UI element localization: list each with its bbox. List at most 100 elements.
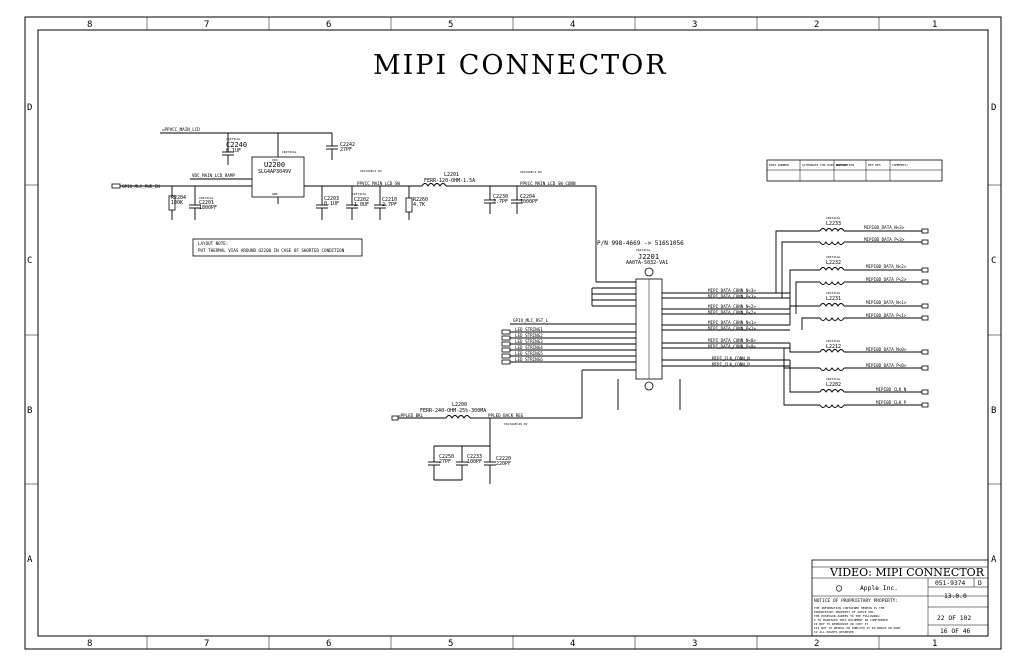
led-string-label: LED_STRING3 bbox=[515, 339, 543, 344]
zone-col-label: 4 bbox=[570, 20, 575, 30]
zone-col-label: 2 bbox=[814, 639, 819, 649]
pin-gnd: GND bbox=[272, 192, 278, 196]
net-label-rst: GPIO_MLC_RST_L bbox=[513, 318, 549, 323]
zone-col-label: 8 bbox=[87, 20, 92, 30]
conn-net-label: MIPI_DATA_CONN_P<1> bbox=[708, 326, 756, 331]
notice-line: THE POSESSOR AGREES TO THE FOLLOWING: bbox=[814, 614, 881, 618]
power-switch-section: =PPVCC_MAIN_LCD CRITICAL C2240 0.1UF C22… bbox=[111, 127, 636, 283]
led-string-group: GPIO_MLC_RST_L LED_STRING1 LED_STRING2 L… bbox=[501, 287, 681, 419]
titleblock-page-title: VIDEO: MIPI CONNECTOR bbox=[829, 566, 985, 579]
connector-j2201: P/N 998-4669 -> 516S1056 CRITICAL J2201 … bbox=[597, 240, 684, 391]
ref-l2231: L2231 bbox=[826, 296, 841, 302]
led-string-label: LED_STRING4 bbox=[515, 345, 543, 350]
val-l2200: FERR-240-OHM-25%-300MA bbox=[420, 408, 486, 414]
ref-l2202: L2202 bbox=[826, 382, 841, 388]
ref-l2201: L2201 bbox=[444, 172, 459, 178]
zone-rows: D C B A D C B A bbox=[25, 103, 1001, 565]
part-u2200: SLG4AP3049V bbox=[258, 169, 291, 175]
inductor-l2201 bbox=[421, 183, 447, 187]
ref-r2260: R2260 bbox=[413, 197, 428, 203]
zone-col-label: 3 bbox=[692, 20, 697, 30]
zone-row-label: A bbox=[991, 555, 997, 565]
output-net-label: MIPI0D_DATA_N<3> bbox=[864, 225, 905, 230]
ref-l2200: L2200 bbox=[452, 402, 467, 408]
val-c2204: 1000PF bbox=[520, 199, 538, 205]
zone-columns-top: 8 7 6 5 4 3 2 1 bbox=[87, 17, 937, 30]
resistor-r2260 bbox=[405, 197, 413, 213]
output-net-label: MIPI0D_DATA_P<1> bbox=[866, 313, 907, 318]
offpage-connector bbox=[501, 359, 511, 365]
val-r2260: 4.7K bbox=[413, 202, 425, 208]
output-net-label: MIPI0D_DATA_P<3> bbox=[864, 237, 905, 242]
output-net-label: MIPI0D_DATA_P<0> bbox=[866, 363, 907, 368]
titleblock-company: Apple Inc. bbox=[860, 585, 898, 592]
zone-col-label: 8 bbox=[87, 639, 92, 649]
val-c2201: 1800PF bbox=[199, 205, 217, 211]
net-label-ramp: VDC_MAIN_LCD_RAMP bbox=[192, 173, 235, 178]
zone-row-label: C bbox=[991, 256, 996, 266]
val-c2242: 27PF bbox=[340, 147, 352, 153]
notice-line: PROPRIETARY PROPERTY OF APPLE INC. bbox=[814, 610, 876, 614]
ref-c2250: C2250 bbox=[439, 454, 454, 460]
zone-row-label: B bbox=[27, 406, 32, 416]
output-net-label: MIPI0D_DATA_P<2> bbox=[866, 277, 907, 282]
offpage-connector bbox=[111, 183, 121, 189]
led-string-label: LED_STRING1 bbox=[515, 327, 543, 332]
net-label-clk-n: MIPI_CLK_CONN_N bbox=[712, 356, 750, 361]
offpage-connector bbox=[501, 353, 511, 359]
val-c2220: 220PF bbox=[496, 461, 511, 467]
ref-c2203: C2203 bbox=[324, 196, 339, 202]
led-string-label: LED_STRING5 bbox=[515, 351, 543, 356]
output-net-label: MIPI0D_DATA_N<2> bbox=[866, 264, 907, 269]
zone-row-label: B bbox=[991, 406, 996, 416]
zone-col-label: 4 bbox=[570, 639, 575, 649]
zone-row-label: D bbox=[27, 103, 32, 113]
part-number-note: P/N 998-4669 -> 516S1056 bbox=[597, 240, 684, 247]
titleblock-sheet: 22 OF 102 bbox=[937, 615, 971, 622]
conn-net-label: MIPI_DATA_CONN_P<0> bbox=[708, 344, 756, 349]
zone-columns-bottom: 8 7 6 5 4 3 2 1 bbox=[87, 636, 937, 649]
ref-c2220: C2220 bbox=[496, 456, 511, 462]
voltage-note: VOLTAGE=1.8V bbox=[360, 169, 382, 173]
outer-border bbox=[24, 16, 1002, 650]
output-net-label: MIPI0D_CLK_N bbox=[876, 387, 907, 392]
output-net-label: MIPI0D_CLK_P bbox=[876, 400, 907, 405]
zone-col-label: 2 bbox=[814, 20, 819, 30]
zone-col-label: 5 bbox=[448, 20, 453, 30]
ref-c2204: C2204 bbox=[520, 194, 535, 200]
ref-u2200: U2200 bbox=[264, 161, 285, 169]
inductor-l2200 bbox=[445, 415, 471, 419]
zone-col-label: 6 bbox=[326, 639, 331, 649]
mipi-conn-nets: MIPI_DATA_CONN_N<3> MIPI_DATA_CONN_P<3> … bbox=[662, 230, 820, 406]
net-label-pwr-en: GPIO_MLC_PWR_EN bbox=[122, 184, 160, 189]
tag-critical: CRITICAL bbox=[282, 150, 297, 154]
pin-vin: VIN bbox=[272, 158, 278, 162]
offpage-connector bbox=[501, 347, 511, 353]
net-label-lcd-sw-conn: PPVCC_MAIN_LCD_SW_CONN bbox=[520, 181, 576, 186]
titleblock-drawing-number: 051-9374 bbox=[935, 580, 966, 587]
offpage-connector bbox=[501, 341, 511, 347]
conn-net-label: MIPI_DATA_CONN_P<2> bbox=[708, 310, 756, 315]
tag-critical: CRITICAL bbox=[826, 216, 841, 220]
val-l2201: FERR-120-OHM-1.5A bbox=[424, 178, 475, 184]
zone-col-label: 7 bbox=[204, 639, 209, 649]
backlight-section: =PPLED_BKL L2200 FERR-240-OHM-25%-300MA … bbox=[391, 402, 528, 484]
val-c2233: 100PF bbox=[467, 459, 482, 465]
zone-col-label: 7 bbox=[204, 20, 209, 30]
zone-row-label: A bbox=[27, 555, 33, 565]
rev-header: COMMENTS: bbox=[892, 163, 908, 167]
tag-critical: CRITICAL bbox=[826, 255, 841, 259]
ref-r2204: R2204 bbox=[171, 195, 186, 201]
zone-col-label: 1 bbox=[932, 20, 937, 30]
led-string-label: LED_STRING2 bbox=[515, 333, 543, 338]
notice-line: II NOT TO REPRODUCE OR COPY IT bbox=[814, 622, 868, 626]
zone-row-label: C bbox=[27, 256, 32, 266]
ref-l2233: L2233 bbox=[826, 221, 841, 227]
ref-c2242: C2242 bbox=[340, 142, 355, 148]
voltage-note: VOLTAGE=1.8V bbox=[520, 170, 542, 174]
tag-critical: CRITICAL bbox=[826, 377, 841, 381]
offpage-connector bbox=[501, 335, 511, 341]
layout-note: LAYOUT NOTE: PUT THERMAL VIAS AROUND U22… bbox=[192, 238, 363, 257]
val-c2202: 1.0UF bbox=[354, 202, 369, 208]
